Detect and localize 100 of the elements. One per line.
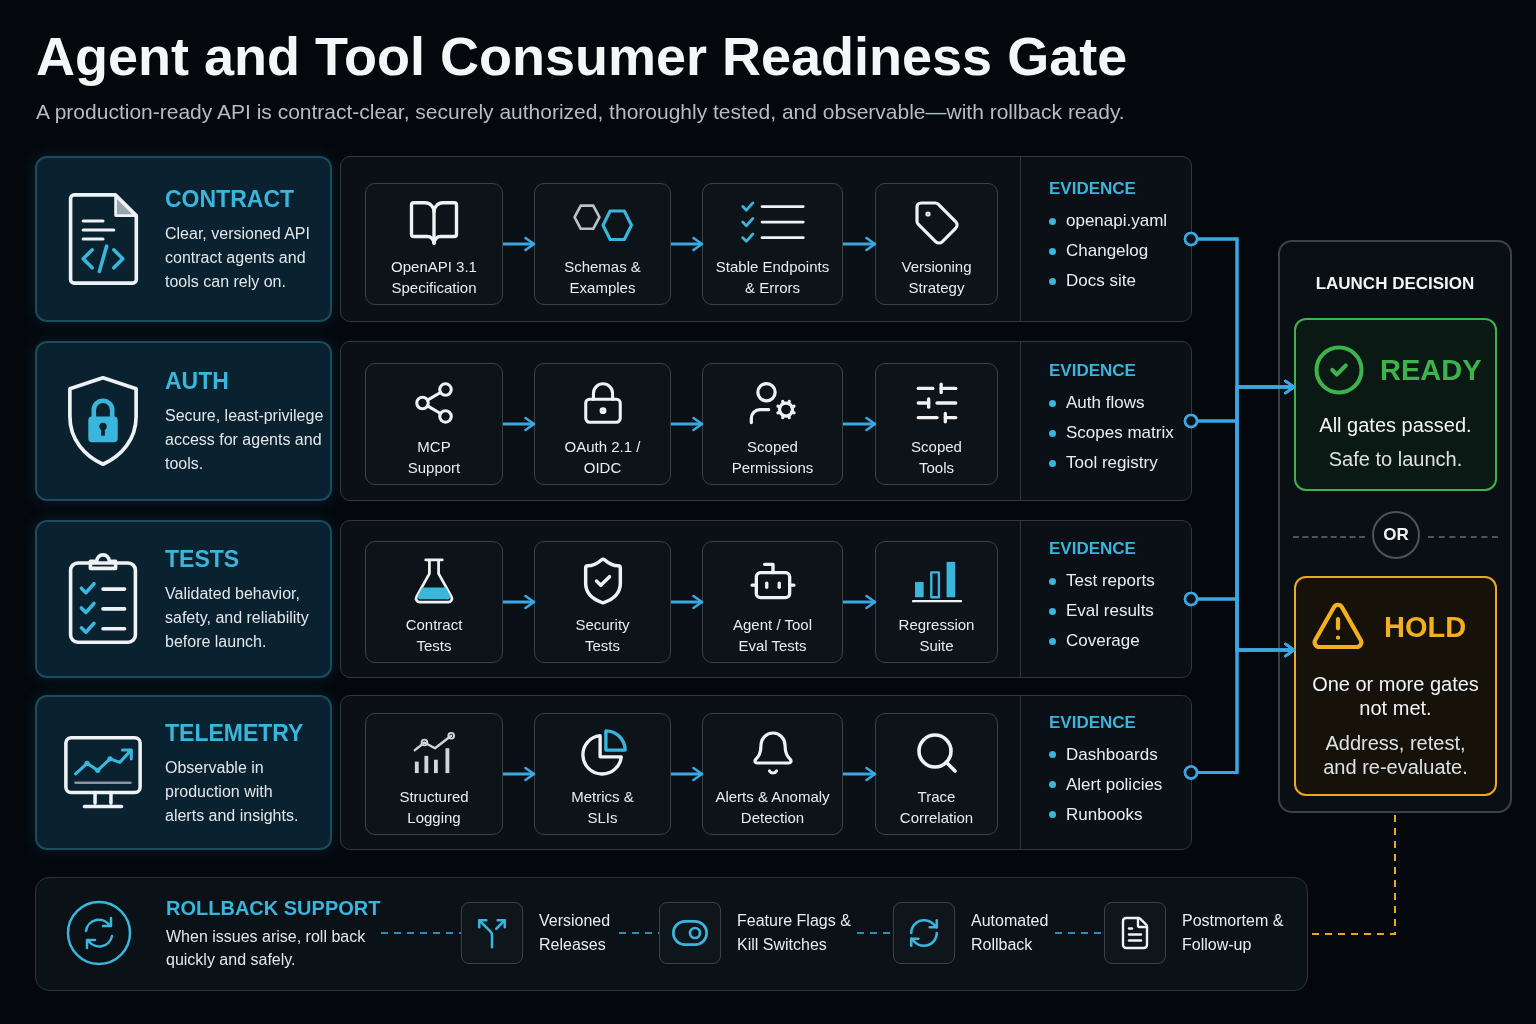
arrow bbox=[1183, 642, 1296, 780]
evidence-heading: EVIDENCE bbox=[1049, 538, 1136, 560]
dashed-connector bbox=[1309, 814, 1396, 935]
arrow bbox=[671, 766, 704, 782]
status-text: One or more gates not met. bbox=[1311, 672, 1480, 720]
step-card bbox=[702, 183, 843, 305]
rollback-panel bbox=[35, 877, 1308, 991]
arrow bbox=[843, 416, 877, 432]
evidence-heading: EVIDENCE bbox=[1049, 711, 1136, 734]
status-text: Safe to launch. bbox=[1328, 447, 1463, 472]
evidence-item: Changelog bbox=[1066, 240, 1149, 262]
title: Agent and Tool Consumer Readiness Gate bbox=[36, 26, 1128, 86]
arrow bbox=[671, 236, 704, 252]
step-card bbox=[365, 713, 503, 835]
arrow bbox=[503, 416, 536, 432]
evidence-item: Eval results bbox=[1066, 600, 1154, 622]
step-card bbox=[875, 541, 998, 663]
step-label: Structured Logging bbox=[398, 787, 470, 828]
step-label: Agent / Tool Eval Tests bbox=[732, 615, 813, 656]
evidence-heading: EVIDENCE bbox=[1049, 360, 1136, 382]
step-card bbox=[365, 183, 503, 305]
section-title: ROLLBACK SUPPORT bbox=[166, 896, 381, 921]
step-panel bbox=[340, 520, 1192, 678]
step-label: Feature Flags & Kill Switches bbox=[737, 911, 852, 955]
step-card bbox=[875, 183, 998, 305]
evidence-item: Tool registry bbox=[1066, 452, 1158, 474]
step-label: OAuth 2.1 / OIDC bbox=[563, 437, 642, 478]
step-label: Automated Rollback bbox=[971, 911, 1050, 955]
step-label: Versioned Releases bbox=[539, 911, 612, 955]
arrow bbox=[503, 594, 536, 610]
or-separator: OR bbox=[1372, 511, 1420, 559]
category-card bbox=[35, 156, 332, 322]
step-card bbox=[365, 541, 503, 663]
step-label: Alerts & Anomaly Detection bbox=[714, 787, 831, 828]
category-description: Clear, versioned API contract agents and tools can rely on. bbox=[165, 224, 311, 292]
step-label: Postmortem & Follow-up bbox=[1182, 911, 1285, 955]
step-card bbox=[875, 713, 998, 835]
step-label: Security Tests bbox=[574, 615, 631, 656]
step-label: Metrics & SLIs bbox=[570, 787, 635, 828]
evidence-item: Docs site bbox=[1066, 270, 1136, 292]
evidence-item: Scopes matrix bbox=[1066, 422, 1174, 444]
evidence-item: Dashboards bbox=[1066, 743, 1158, 766]
step-label: OpenAPI 3.1 Specification bbox=[390, 257, 478, 298]
step-card bbox=[702, 541, 843, 663]
status-text: All gates passed. bbox=[1319, 413, 1472, 438]
arrow bbox=[843, 766, 877, 782]
dashed-connector bbox=[380, 932, 462, 934]
arrow bbox=[503, 236, 536, 252]
arrow bbox=[671, 594, 704, 610]
status-title: READY bbox=[1380, 354, 1482, 386]
dashed-connector bbox=[618, 932, 660, 934]
category-title: AUTH bbox=[165, 367, 229, 396]
evidence-heading: EVIDENCE bbox=[1049, 178, 1136, 200]
step-label: Versioning Strategy bbox=[900, 257, 973, 298]
step-card bbox=[534, 363, 671, 485]
step-card bbox=[702, 363, 843, 485]
subtitle: A production-ready API is contract-clear, securely authorized, thoroughly tested, and observable—with rollback ready. bbox=[36, 99, 1125, 125]
category-description: Secure, least-privilege access for agents and tools. bbox=[165, 406, 325, 474]
step-label: Contract Tests bbox=[404, 615, 464, 656]
step-label: Trace Correlation bbox=[898, 787, 975, 828]
status-card bbox=[1294, 576, 1497, 796]
evidence-item: Auth flows bbox=[1066, 392, 1145, 414]
evidence-item: Runbooks bbox=[1066, 803, 1143, 826]
arrow bbox=[843, 236, 877, 252]
step-card bbox=[702, 713, 843, 835]
step-label: Regression Suite bbox=[897, 615, 976, 656]
evidence-item: openapi.yaml bbox=[1066, 210, 1168, 232]
arrow bbox=[843, 594, 877, 610]
step-card bbox=[534, 541, 671, 663]
step-label: Stable Endpoints & Errors bbox=[714, 257, 831, 298]
arrow bbox=[671, 416, 704, 432]
step-panel bbox=[340, 341, 1192, 501]
step-card bbox=[875, 363, 998, 485]
step-label: MCP Support bbox=[406, 437, 462, 478]
step-card bbox=[534, 183, 671, 305]
category-card bbox=[35, 520, 332, 678]
category-description: Observable in production with alerts and insights. bbox=[165, 757, 300, 826]
step-card bbox=[365, 363, 503, 485]
section-description: When issues arise, roll back quickly and safely. bbox=[166, 927, 367, 970]
step-label: Schemas & Examples bbox=[563, 257, 642, 298]
category-description: Validated behavior, safety, and reliability before launch. bbox=[165, 584, 310, 652]
step-panel bbox=[340, 695, 1192, 850]
arrow bbox=[503, 766, 536, 782]
evidence-item: Alert policies bbox=[1066, 773, 1163, 796]
evidence-item: Coverage bbox=[1066, 630, 1140, 652]
panel-title: LAUNCH DECISION bbox=[1315, 273, 1475, 295]
decision-panel bbox=[1278, 240, 1512, 813]
step-label: Scoped Tools bbox=[910, 437, 963, 478]
step-card bbox=[534, 713, 671, 835]
evidence-item: Test reports bbox=[1066, 570, 1155, 592]
category-title: CONTRACT bbox=[165, 185, 295, 214]
status-card bbox=[1294, 318, 1497, 491]
category-card bbox=[35, 695, 332, 850]
category-card bbox=[35, 341, 332, 501]
step-label: Scoped Permissions bbox=[730, 437, 815, 478]
status-title: HOLD bbox=[1384, 611, 1467, 643]
step-panel bbox=[340, 156, 1192, 322]
category-title: TELEMETRY bbox=[165, 718, 304, 748]
status-text: Address, retest, and re-evaluate. bbox=[1322, 731, 1469, 779]
category-title: TESTS bbox=[165, 545, 240, 574]
